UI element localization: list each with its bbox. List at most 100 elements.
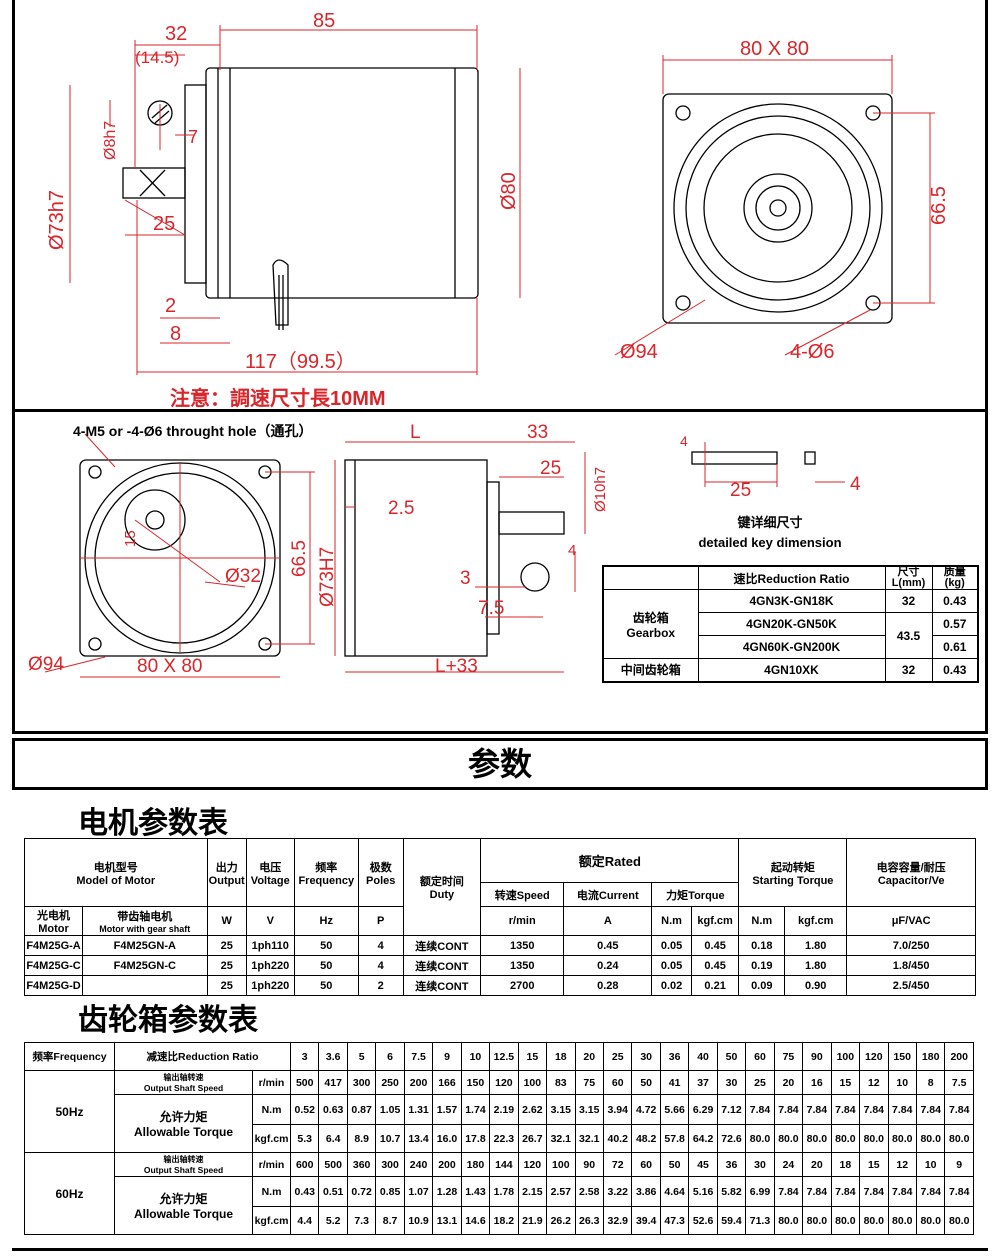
value-cell: 1.78 — [489, 1176, 519, 1207]
value-cell: 30 — [716, 1070, 747, 1095]
h-start: 起动转矩 — [770, 861, 815, 874]
cell: 0.05 — [651, 935, 692, 956]
weight-cell: 0.43 — [931, 658, 979, 682]
ratio-header-cell: 180 — [915, 1042, 946, 1071]
cell: 连续CONT — [402, 975, 482, 996]
ratio-header-cell: 3.6 — [318, 1042, 348, 1071]
value-cell: 80.0 — [887, 1206, 917, 1235]
value-cell: 120 — [489, 1070, 519, 1095]
value-cell: 7.84 — [887, 1094, 917, 1125]
key-title-en: detailed key dimension — [698, 535, 841, 550]
cell: 0.18 — [738, 935, 786, 956]
h-size-unit: L(mm) — [891, 577, 926, 589]
cell: 连续CONT — [402, 935, 482, 956]
value-cell: 300 — [346, 1070, 377, 1095]
value-cell: 0.63 — [318, 1094, 348, 1125]
key-dim-25: 25 — [730, 480, 751, 501]
weight-cell: 0.57 — [931, 612, 979, 636]
value-cell: 7.12 — [716, 1094, 747, 1125]
cell: 1ph110 — [245, 935, 295, 956]
speed-cn: 输出轴转速 — [163, 1073, 204, 1082]
torque-cn: 允许力矩 — [159, 1192, 208, 1206]
ratio-header-cell: 100 — [830, 1042, 861, 1071]
gearbox-en: Gearbox — [626, 625, 676, 640]
hole-note: 4-M5 or -4-Ø6 throught hole（通孔） — [73, 423, 313, 439]
value-cell: 21.9 — [517, 1206, 548, 1235]
value-cell: 71.3 — [745, 1206, 775, 1235]
dim-4: 4 — [568, 542, 576, 559]
h-poles-en: Poles — [366, 874, 396, 887]
dim-L33: L+33 — [435, 656, 478, 677]
value-cell: 57.8 — [659, 1124, 690, 1153]
value-cell: 7.84 — [773, 1176, 804, 1207]
value-cell: 80.0 — [802, 1206, 832, 1235]
value-cell: 1.28 — [432, 1176, 462, 1207]
cell: 1350 — [480, 935, 565, 956]
dim-117: 117（99.5） — [245, 350, 356, 373]
value-cell: 180 — [460, 1152, 491, 1177]
value-cell: 50 — [631, 1070, 661, 1095]
value-cell: 7.84 — [802, 1176, 832, 1207]
ratio-cell: 4GN60K-GN200K — [697, 635, 886, 659]
cell: F4M25GN-A — [82, 935, 208, 956]
h-gear: 带齿轴电机 — [117, 911, 173, 923]
h-weight: 质量 — [943, 566, 966, 578]
cell: 7.0/250 — [846, 935, 976, 956]
value-cell: 8.9 — [346, 1124, 377, 1153]
h-rated: 额定Rated — [480, 838, 740, 883]
value-cell: 15 — [859, 1152, 889, 1177]
cell: F4M25G-C — [23, 955, 84, 976]
value-cell: 4.64 — [659, 1176, 690, 1207]
h-model: 电机型号 — [93, 861, 138, 874]
value-cell: 5.2 — [318, 1206, 348, 1235]
unit-cell: r/min — [252, 1152, 291, 1177]
middle-gearbox-label: 中间齿轮箱 — [602, 658, 699, 682]
section-title: 参数 — [467, 746, 532, 782]
cell: 25 — [206, 975, 247, 996]
dim-phi10h7: Ø10h7 — [592, 467, 609, 512]
value-cell: 360 — [346, 1152, 377, 1177]
cell: 50 — [293, 975, 359, 996]
value-cell: 16 — [802, 1070, 832, 1095]
ratio-cell: 4GN20K-GN50K — [697, 612, 886, 636]
value-cell: 7.84 — [859, 1094, 889, 1125]
gearbox-cn: 齿轮箱 — [632, 610, 669, 625]
value-cell: 10.9 — [403, 1206, 434, 1235]
value-cell: 80.0 — [944, 1124, 974, 1153]
ratio-header-cell: 25 — [602, 1042, 633, 1071]
h-gear-en: Motor with gear shaft — [99, 924, 191, 934]
value-cell: 7.84 — [915, 1176, 946, 1207]
value-cell: 75 — [574, 1070, 604, 1095]
ratio-header-cell: 36 — [659, 1042, 690, 1071]
value-cell: 0.43 — [289, 1176, 320, 1207]
key-title-cn: 键详细尺寸 — [736, 515, 802, 530]
value-cell: 32.1 — [546, 1124, 576, 1153]
weight-cell: 0.43 — [931, 589, 979, 613]
cell: 0.21 — [690, 975, 740, 996]
value-cell: 47.3 — [659, 1206, 690, 1235]
u-kgf2: kgf.cm — [784, 906, 848, 936]
ratio-header-cell: 18 — [546, 1042, 576, 1071]
value-cell: 417 — [318, 1070, 348, 1095]
value-cell: 26.2 — [546, 1206, 576, 1235]
cell: 0.45 — [563, 935, 653, 956]
ratio-header-cell: 30 — [631, 1042, 661, 1071]
value-cell: 80.0 — [773, 1206, 804, 1235]
value-cell: 80.0 — [802, 1124, 832, 1153]
value-cell: 0.87 — [346, 1094, 377, 1125]
ratio-header-cell: 20 — [574, 1042, 604, 1071]
footer-bar — [12, 1248, 988, 1256]
value-cell: 20 — [773, 1070, 804, 1095]
value-cell: 1.07 — [403, 1176, 434, 1207]
speed-note: 注意：調速尺寸長10MM — [170, 386, 386, 410]
h-cap-en: Capacitor/Ve — [877, 874, 945, 887]
cell: 0.45 — [690, 935, 740, 956]
value-cell: 12 — [859, 1070, 889, 1095]
value-cell: 500 — [289, 1070, 320, 1095]
value-cell: 10.7 — [375, 1124, 405, 1153]
value-cell: 80.0 — [745, 1124, 775, 1153]
value-cell: 150 — [460, 1070, 491, 1095]
